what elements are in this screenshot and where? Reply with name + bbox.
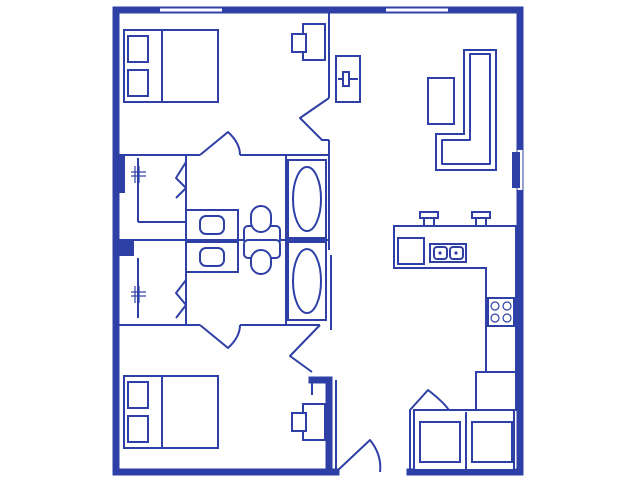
coffee-table [427,77,455,125]
cooktop [487,297,515,327]
washer-dryer [413,409,515,471]
interior-walls [118,12,337,476]
bathroom-fixtures [185,159,327,321]
sofa [435,49,497,171]
desk-top [291,23,326,61]
tv-console [335,55,361,103]
closet-bottom [131,258,187,319]
windows [160,7,523,190]
bed-top [123,29,219,103]
exterior-walls [112,6,524,476]
desk-bottom [291,403,326,441]
closet-top [131,158,187,223]
double-sink [429,243,467,263]
refrigerator [475,371,517,411]
bar-stools [419,211,491,226]
bed-bottom [123,375,219,449]
